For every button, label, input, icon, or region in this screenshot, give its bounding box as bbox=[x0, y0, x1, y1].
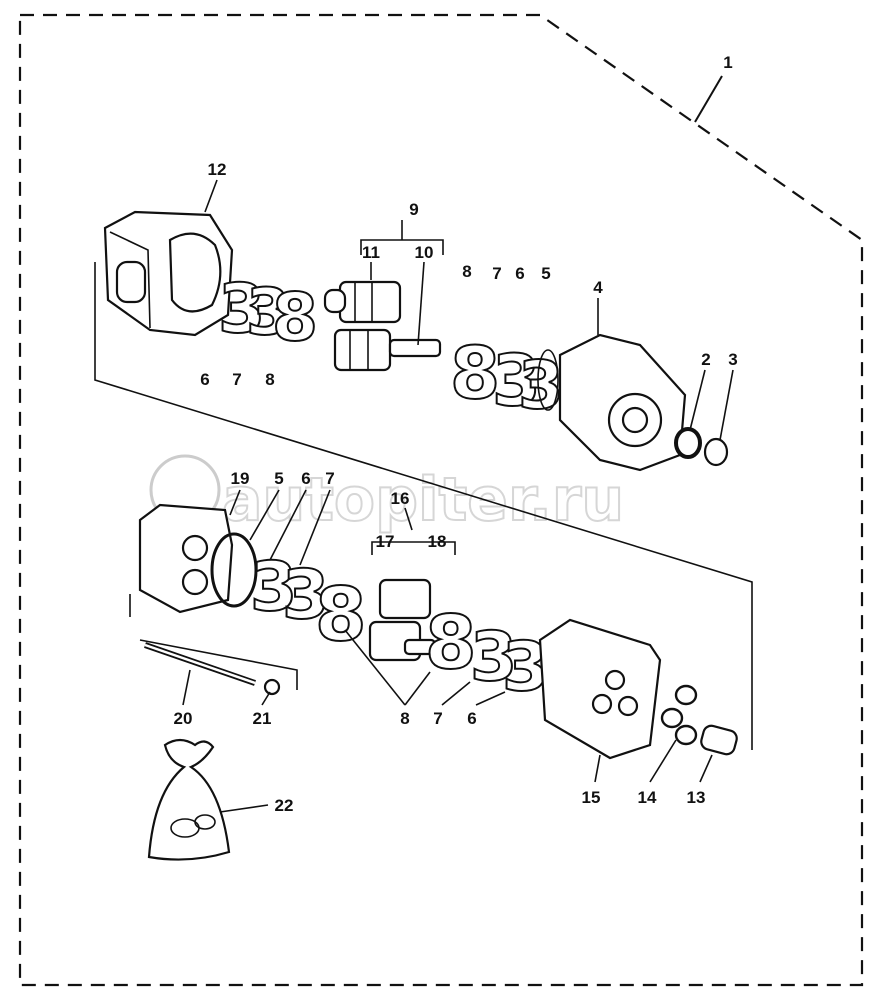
callout-6: 6 bbox=[200, 370, 209, 389]
callout-6: 6 bbox=[467, 709, 476, 728]
bracket-16 bbox=[371, 541, 456, 555]
callout-18: 18 bbox=[428, 532, 447, 551]
callout-19: 19 bbox=[231, 469, 250, 488]
o-ring-5-lower bbox=[210, 532, 258, 608]
bushing-13 bbox=[700, 724, 738, 756]
leader-1 bbox=[694, 75, 723, 123]
parts-bag-22 bbox=[147, 738, 231, 861]
callout-5: 5 bbox=[274, 469, 283, 488]
seal-7-lower-right: 3 bbox=[470, 618, 517, 697]
callout-20: 20 bbox=[174, 709, 193, 728]
shaft-seal-2 bbox=[674, 427, 702, 459]
callout-11: 11 bbox=[362, 243, 380, 262]
callout-16: 16 bbox=[391, 489, 410, 508]
callout-8: 8 bbox=[265, 370, 274, 389]
gear-set-16 bbox=[368, 578, 437, 662]
callout-12: 12 bbox=[208, 160, 227, 179]
callout-7: 7 bbox=[492, 264, 501, 283]
callout-13: 13 bbox=[687, 788, 706, 807]
o-ring-14a bbox=[674, 684, 698, 706]
callout-8: 8 bbox=[400, 709, 409, 728]
callout-8: 8 bbox=[462, 262, 471, 281]
callout-22: 22 bbox=[275, 796, 294, 815]
callout-21: 21 bbox=[253, 709, 272, 728]
rear-cover-4 bbox=[558, 333, 687, 472]
upper-section-line bbox=[94, 262, 753, 750]
seal-7-right: 3 bbox=[492, 340, 541, 422]
callout-6: 6 bbox=[301, 469, 310, 488]
seal-7-upper: 3 bbox=[246, 276, 291, 350]
callout-17: 17 bbox=[376, 532, 395, 551]
callout-14: 14 bbox=[638, 788, 657, 807]
washer-21 bbox=[263, 678, 281, 696]
plate-8-lower-left: 8 bbox=[315, 572, 367, 658]
seal-7-lower: 3 bbox=[282, 556, 329, 635]
o-ring-5-upper bbox=[537, 349, 559, 411]
callout-7: 7 bbox=[325, 469, 334, 488]
gear-set-9 bbox=[323, 280, 442, 372]
callout-1: 1 bbox=[723, 53, 732, 72]
o-ring-14b bbox=[660, 707, 684, 729]
plate-8-right: 8 bbox=[450, 331, 500, 415]
bolt-box-line bbox=[139, 639, 298, 690]
plate-8-lower-right: 8 bbox=[425, 600, 477, 686]
end-cover-15 bbox=[538, 618, 662, 760]
o-ring-14c bbox=[674, 724, 698, 746]
callout-2: 2 bbox=[701, 350, 710, 369]
plate-8-upper: 8 bbox=[272, 279, 318, 356]
middle-housing-19 bbox=[138, 503, 234, 614]
seal-6-upper: 3 bbox=[218, 270, 265, 349]
callout-4: 4 bbox=[593, 278, 603, 297]
callout-6: 6 bbox=[515, 264, 524, 283]
callout-10: 10 bbox=[415, 243, 434, 262]
callout-3: 3 bbox=[728, 350, 737, 369]
front-housing-12 bbox=[103, 210, 234, 337]
seal-6-lower: 3 bbox=[250, 548, 297, 627]
callout-7: 7 bbox=[433, 709, 442, 728]
snap-ring-3 bbox=[703, 437, 729, 467]
callout-15: 15 bbox=[582, 788, 601, 807]
callout-9: 9 bbox=[409, 200, 418, 219]
callout-5: 5 bbox=[541, 264, 550, 283]
callout-7: 7 bbox=[232, 370, 241, 389]
